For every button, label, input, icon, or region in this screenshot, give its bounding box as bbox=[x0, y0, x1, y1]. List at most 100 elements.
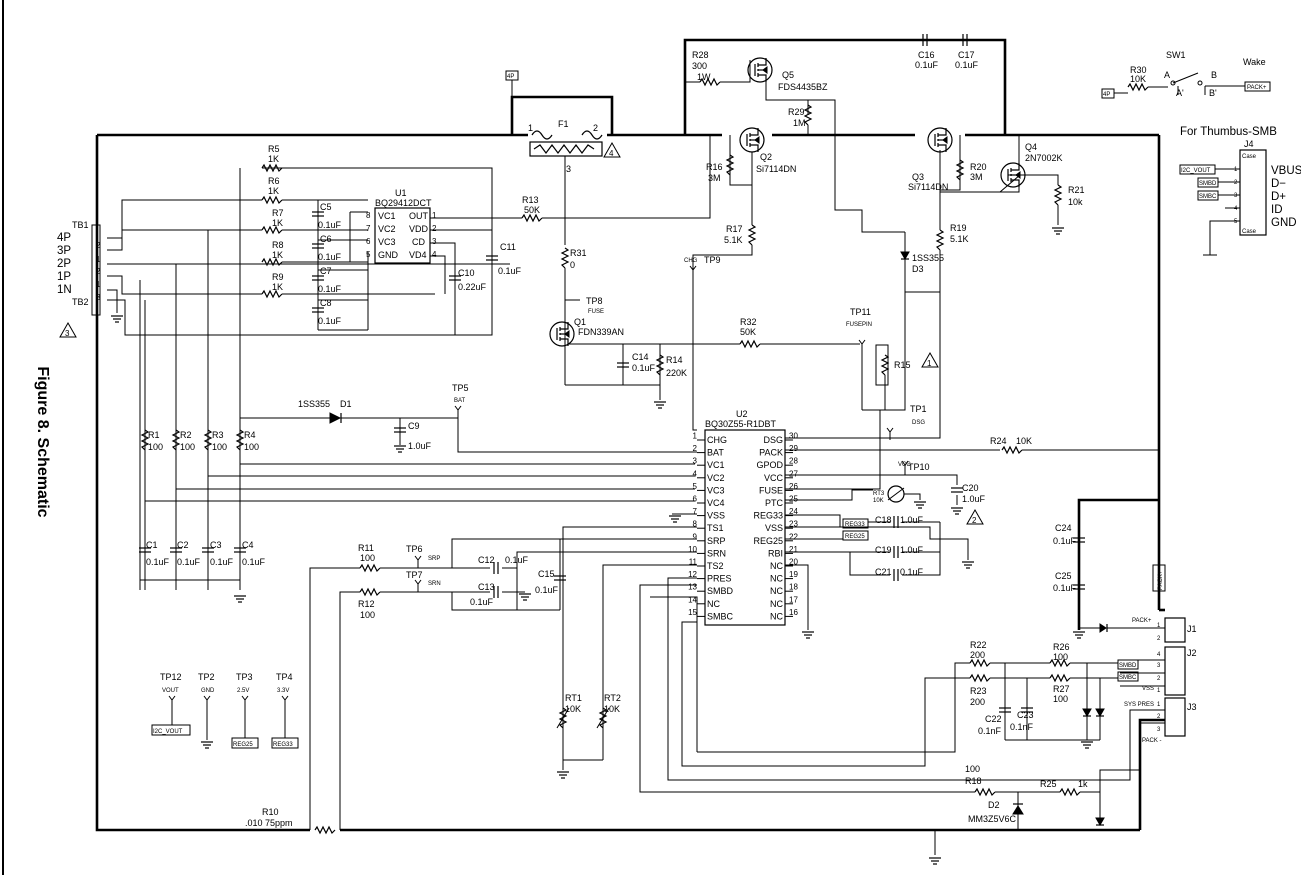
svg-text:FUSEPIN: FUSEPIN bbox=[846, 322, 872, 328]
svg-text:OUT: OUT bbox=[409, 211, 429, 221]
svg-text:3: 3 bbox=[1157, 663, 1161, 669]
u2-pin-number: 16 bbox=[789, 608, 798, 617]
svg-text:2: 2 bbox=[96, 267, 101, 276]
svg-text:SRN: SRN bbox=[428, 581, 441, 587]
svg-text:PACK+: PACK+ bbox=[1247, 85, 1267, 91]
svg-text:10K: 10K bbox=[873, 498, 884, 504]
svg-text:2: 2 bbox=[972, 516, 977, 525]
connector-j4: For Thumbus-SMB J4 Case Case VBUS D− D+ … bbox=[1179, 126, 1301, 256]
svg-text:REG33: REG33 bbox=[273, 742, 293, 748]
u2-pin-name: PACK bbox=[759, 448, 783, 458]
svg-text:C18: C18 bbox=[875, 515, 892, 525]
svg-text:SRP: SRP bbox=[428, 556, 440, 562]
svg-text:I2C_VOUT: I2C_VOUT bbox=[1181, 168, 1211, 174]
u2-pin-name: NC bbox=[770, 586, 783, 596]
svg-text:VOUT: VOUT bbox=[162, 688, 179, 694]
u2-pin-name: VSS bbox=[707, 511, 725, 521]
svg-text:D+: D+ bbox=[1271, 191, 1286, 203]
u2-pin-name: VSS bbox=[765, 523, 783, 533]
svg-text:GND: GND bbox=[378, 250, 399, 260]
svg-text:50K: 50K bbox=[740, 327, 756, 337]
svg-text:R3: R3 bbox=[212, 430, 224, 440]
u2-pin-number: 27 bbox=[789, 469, 798, 478]
svg-text:0.1uF: 0.1uF bbox=[498, 266, 522, 276]
u2-pin-name: BAT bbox=[707, 448, 724, 458]
svg-text:10K: 10K bbox=[604, 704, 620, 714]
svg-text:R10: R10 bbox=[262, 807, 279, 817]
svg-text:0.1uF: 0.1uF bbox=[900, 567, 924, 577]
svg-text:C10: C10 bbox=[458, 268, 475, 278]
svg-text:TP1: TP1 bbox=[910, 404, 927, 414]
svg-text:1W: 1W bbox=[697, 72, 711, 82]
svg-text:CHG: CHG bbox=[684, 258, 698, 264]
u2-pin-name: REG25 bbox=[753, 536, 783, 546]
svg-text:3: 3 bbox=[65, 329, 70, 338]
svg-text:1P: 1P bbox=[57, 271, 71, 283]
u2-pin-number: 14 bbox=[688, 595, 697, 604]
svg-text:R31: R31 bbox=[570, 248, 587, 258]
svg-text:VC3: VC3 bbox=[378, 237, 396, 247]
svg-text:TP11: TP11 bbox=[850, 307, 871, 317]
fuse-f1: 1 2 3 F1 4 4P bbox=[505, 70, 621, 245]
svg-text:SMBD: SMBD bbox=[1119, 663, 1137, 669]
svg-text:C3: C3 bbox=[210, 540, 222, 550]
svg-text:3.3V: 3.3V bbox=[277, 688, 289, 694]
svg-text:REG25: REG25 bbox=[233, 742, 253, 748]
svg-text:Case: Case bbox=[1242, 229, 1257, 235]
svg-text:R27: R27 bbox=[1053, 684, 1070, 694]
svg-text:MM3Z5V6C: MM3Z5V6C bbox=[968, 814, 1017, 824]
svg-text:C24: C24 bbox=[1055, 523, 1072, 533]
svg-text:R8: R8 bbox=[272, 240, 284, 250]
svg-text:0.1uF: 0.1uF bbox=[177, 557, 201, 567]
u2-pin-name: TS2 bbox=[707, 561, 724, 571]
svg-text:100: 100 bbox=[360, 553, 375, 563]
u2-pin-number: 15 bbox=[688, 608, 697, 617]
svg-text:5.1K: 5.1K bbox=[950, 234, 969, 244]
u2-pin-number: 2 bbox=[693, 444, 698, 453]
svg-text:R29: R29 bbox=[788, 107, 805, 117]
svg-text:0.1uF: 0.1uF bbox=[470, 597, 494, 607]
svg-text:For Thumbus-SMB: For Thumbus-SMB bbox=[1180, 126, 1277, 138]
svg-text:1: 1 bbox=[96, 255, 101, 264]
svg-text:D2: D2 bbox=[988, 800, 1000, 810]
u2-pin-number: 12 bbox=[688, 570, 697, 579]
u2-pin-name: REG33 bbox=[753, 511, 783, 521]
svg-text:1.0uF: 1.0uF bbox=[900, 545, 924, 555]
svg-text:R4: R4 bbox=[244, 430, 256, 440]
svg-text:SW1: SW1 bbox=[1166, 50, 1186, 60]
svg-text:R15: R15 bbox=[894, 360, 911, 370]
svg-text:RT1: RT1 bbox=[565, 693, 582, 703]
svg-text:PACK+: PACK+ bbox=[1132, 618, 1152, 624]
svg-text:1K: 1K bbox=[268, 154, 279, 164]
svg-text:R16: R16 bbox=[706, 162, 723, 172]
svg-text:RT2: RT2 bbox=[604, 693, 621, 703]
svg-text:R13: R13 bbox=[522, 195, 539, 205]
svg-text:5: 5 bbox=[366, 250, 371, 259]
svg-text:0.1nF: 0.1nF bbox=[978, 726, 1002, 736]
svg-text:TB1: TB1 bbox=[72, 220, 89, 230]
svg-text:R2: R2 bbox=[180, 430, 192, 440]
svg-text:100: 100 bbox=[244, 442, 259, 452]
svg-text:J4: J4 bbox=[1244, 139, 1254, 149]
svg-text:0.1uF: 0.1uF bbox=[1053, 583, 1077, 593]
svg-text:A': A' bbox=[1176, 88, 1184, 98]
svg-text:TP2: TP2 bbox=[198, 672, 215, 682]
svg-text:0.1nF: 0.1nF bbox=[1010, 722, 1034, 732]
svg-text:C21: C21 bbox=[875, 567, 892, 577]
svg-text:D3: D3 bbox=[912, 264, 924, 274]
svg-text:C7: C7 bbox=[320, 266, 332, 276]
svg-text:2P: 2P bbox=[57, 258, 71, 270]
svg-text:2: 2 bbox=[1157, 714, 1161, 720]
svg-text:4: 4 bbox=[609, 149, 614, 158]
svg-text:0.1uF: 0.1uF bbox=[955, 60, 979, 70]
svg-text:1.0uF: 1.0uF bbox=[962, 494, 986, 504]
u2-pin-name: SMBC bbox=[707, 611, 734, 621]
svg-text:100: 100 bbox=[1053, 652, 1068, 662]
